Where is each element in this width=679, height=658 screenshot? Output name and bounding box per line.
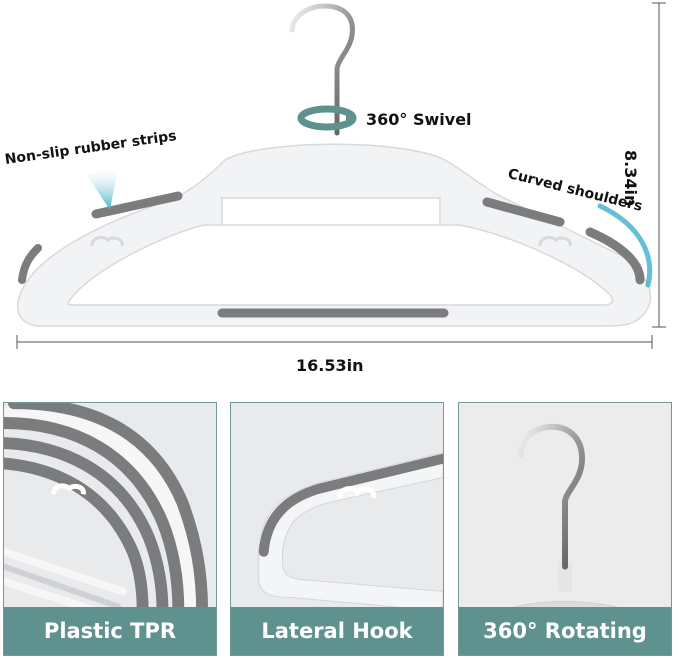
height-label: 8.34in bbox=[621, 150, 640, 207]
swivel-label: 360° Swivel bbox=[366, 110, 472, 129]
swivel-arrow-icon bbox=[297, 105, 357, 131]
height-dimension bbox=[652, 2, 666, 328]
rubber-strip-right bbox=[482, 197, 565, 227]
rubber-strip-left bbox=[91, 191, 183, 219]
panel-plastic-tpr: Plastic TPR bbox=[3, 402, 217, 656]
hanger-main-illustration bbox=[16, 2, 666, 349]
panel-lateral-hook: Lateral Hook bbox=[230, 402, 444, 656]
caption-lateral-hook: Lateral Hook bbox=[231, 607, 443, 655]
caption-plastic-tpr: Plastic TPR bbox=[4, 607, 216, 655]
rubber-strip-left-lower bbox=[18, 244, 42, 284]
panel-360-rotating: 360° Rotating bbox=[458, 402, 672, 656]
pointer-non-slip bbox=[86, 168, 118, 210]
pointer-curved bbox=[597, 203, 653, 288]
caption-360-rotating: 360° Rotating bbox=[459, 607, 671, 655]
width-label: 16.53in bbox=[296, 356, 364, 375]
hook bbox=[289, 3, 355, 136]
width-dimension bbox=[16, 335, 653, 349]
rubber-strip-right-lower bbox=[585, 227, 645, 285]
